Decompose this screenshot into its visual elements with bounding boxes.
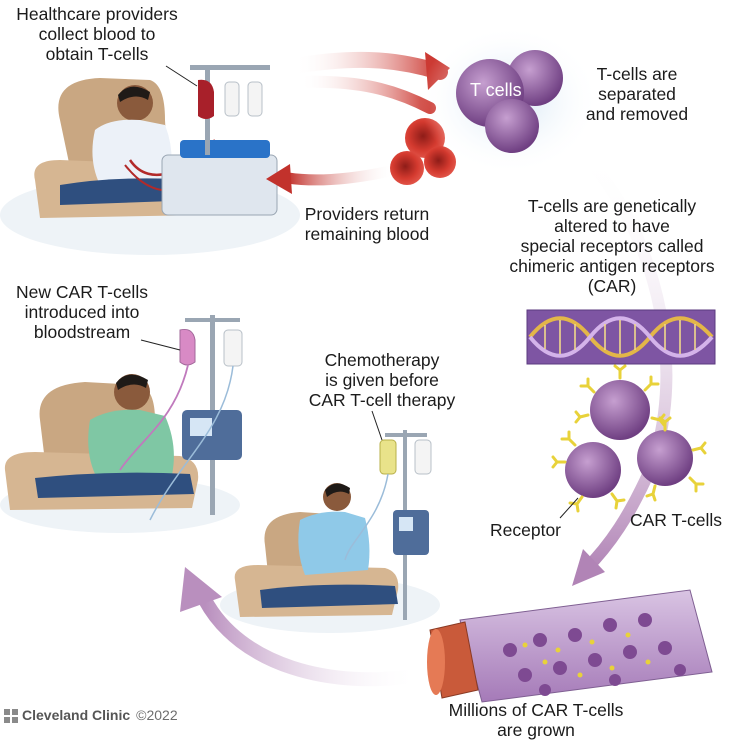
infusion-scene bbox=[0, 315, 243, 533]
t-cells-label: T cells bbox=[470, 80, 522, 100]
step-grow-label: Millions of CAR T-cells are grown bbox=[448, 700, 624, 740]
step-introduce-label: New CAR T-cells introduced into bloodstr… bbox=[16, 282, 148, 342]
collect-leader-line bbox=[165, 65, 198, 87]
chemo-leader-line bbox=[371, 410, 383, 441]
step-collect-label: Healthcare providers collect blood to ob… bbox=[16, 4, 178, 64]
step-return-label: Providers return remaining blood bbox=[304, 204, 430, 244]
blood-return-arrow bbox=[266, 164, 401, 194]
collection-scene bbox=[0, 65, 300, 255]
brand-name: Cleveland Clinic bbox=[22, 707, 131, 723]
separated-t-cells bbox=[420, 25, 600, 175]
step-separate-label: T-cells are separated and removed bbox=[585, 64, 689, 124]
receptor-leader-line bbox=[559, 497, 579, 519]
flow-arrow-left bbox=[180, 567, 427, 687]
car-t-cells-label: CAR T-cells bbox=[630, 510, 723, 530]
chemotherapy-scene bbox=[220, 430, 440, 633]
introduce-leader-line bbox=[140, 339, 181, 351]
copyright-year: ©2022 bbox=[136, 707, 178, 723]
step-chemo-label: Chemotherapy is given before CAR T-cell … bbox=[308, 350, 456, 410]
car-t-cell-cluster bbox=[551, 364, 707, 513]
cleveland-clinic-logo-icon bbox=[4, 709, 18, 723]
culture-flask bbox=[427, 589, 713, 703]
dna-strip bbox=[526, 309, 716, 365]
credit-footer: Cleveland Clinic ©2022 bbox=[2, 707, 178, 723]
step-alter-label: T-cells are genetically altered to have … bbox=[509, 196, 715, 296]
receptor-label: Receptor bbox=[490, 520, 562, 540]
